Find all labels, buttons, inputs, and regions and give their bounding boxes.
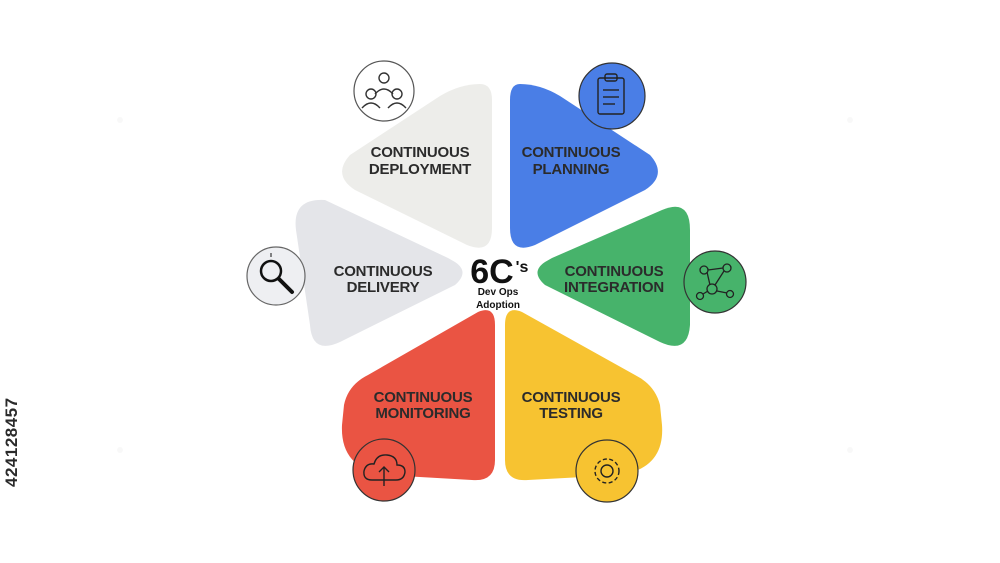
segment-monitoring-shape [341, 310, 495, 481]
segment-deployment-label: CONTINUOUS DEPLOYMENT [369, 144, 471, 178]
center-subtitle-line1: Dev Ops [478, 287, 519, 298]
segment-testing-label: CONTINUOUS TESTING [522, 389, 621, 422]
segment-delivery-label: CONTINUOUS DELIVERY [334, 263, 433, 296]
cloud-upload-icon [352, 438, 416, 502]
segment-deployment[interactable] [342, 84, 492, 248]
monitoring-line1: CONTINUOUS [374, 389, 473, 406]
deployment-line1: CONTINUOUS [371, 144, 470, 161]
planning-line1: CONTINUOUS [522, 144, 621, 161]
center-subtitle-line2: Adoption [476, 300, 520, 311]
monitoring-line2: MONITORING [375, 405, 470, 422]
gear-icon [575, 439, 639, 503]
segment-monitoring[interactable] [341, 310, 495, 481]
segment-integration-shape [537, 206, 690, 346]
segment-testing[interactable] [505, 310, 663, 481]
segment-testing-shape [505, 310, 663, 481]
segment-monitoring-label: CONTINUOUS MONITORING [374, 389, 473, 422]
planning-line2: PLANNING [533, 161, 610, 178]
segment-planning-label: CONTINUOUS PLANNING [522, 144, 621, 178]
testing-line2: TESTING [539, 405, 603, 422]
segment-deployment-shape [342, 84, 492, 248]
segment-integration[interactable] [537, 206, 691, 346]
segment-integration-label: CONTINUOUS INTEGRATION [564, 263, 664, 296]
segment-delivery-shape [295, 199, 463, 346]
deployment-line2: DEPLOYMENT [369, 161, 471, 178]
magnifier-icon [246, 246, 306, 306]
network-icon [683, 250, 747, 314]
watermark-pattern [117, 117, 853, 453]
team-icon [353, 60, 415, 122]
center-title-text: 6C [470, 253, 513, 291]
segment-delivery[interactable] [295, 199, 463, 346]
delivery-line2: DELIVERY [347, 279, 420, 296]
delivery-line1: CONTINUOUS [334, 263, 433, 280]
segment-planning[interactable] [510, 84, 658, 248]
integration-line1: CONTINUOUS [565, 263, 664, 280]
testing-line1: CONTINUOUS [522, 389, 621, 406]
clipboard-icon [578, 62, 646, 130]
center-title-suffix: 's [516, 259, 529, 276]
center-title: 6C 's Dev Ops Adoption [470, 253, 528, 311]
segment-planning-shape [510, 84, 658, 248]
integration-line2: INTEGRATION [564, 279, 664, 296]
stock-id-watermark: 424128457 [2, 397, 21, 487]
